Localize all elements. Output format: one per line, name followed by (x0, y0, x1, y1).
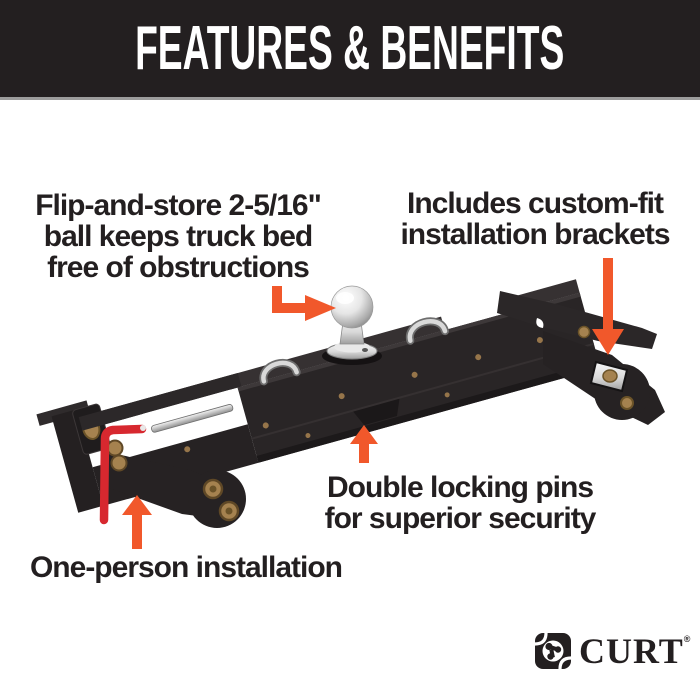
arrow-one-person (122, 495, 152, 549)
upper-rail-left (78, 373, 242, 431)
locking-pin-housing (353, 398, 400, 426)
cross-rod (151, 404, 234, 433)
callout-line: Double locking pins (326, 471, 594, 504)
registered-mark: ® (683, 634, 691, 644)
callout-one-person: One-person installation (26, 552, 346, 583)
main-rail (36, 279, 601, 513)
callout-flip-ball: Flip-and-store 2-5/16" ball keeps truck … (27, 190, 329, 283)
beam-seam (251, 342, 595, 440)
left-installation-bracket (104, 452, 246, 528)
handle-bolts (106, 439, 128, 472)
rivets (184, 337, 543, 453)
arrow-brackets (592, 258, 624, 355)
left-end-channel (51, 409, 104, 513)
beam-bottom-shade (256, 361, 601, 463)
red-release-handle (99, 424, 147, 525)
curt-logo-text: CURT (579, 631, 684, 671)
callout-line: Includes custom-fit (406, 187, 664, 220)
callout-line: free of obstructions (47, 251, 310, 284)
callout-line: for superior security (324, 502, 597, 535)
callout-line: installation brackets (400, 218, 670, 251)
arrow-locking-pins (350, 425, 378, 463)
callout-locking-pins: Double locking pins for superior securit… (308, 472, 612, 534)
hitch-ball (322, 285, 382, 365)
center-beam (237, 292, 601, 463)
callout-arrows (122, 258, 624, 549)
callout-line: ball keeps truck bed (43, 220, 313, 253)
page-title: FEATURES & BENEFITS (135, 13, 565, 83)
curt-logo: CURT ® (534, 632, 690, 670)
carry-handles (259, 317, 450, 386)
callout-line: One-person installation (29, 551, 343, 584)
right-installation-bracket (543, 331, 665, 425)
callout-custom-brackets: Includes custom-fit installation bracket… (388, 188, 682, 250)
callout-line: Flip-and-store 2-5/16" (35, 189, 322, 222)
arrow-flip-ball (272, 286, 336, 321)
header-bar: FEATURES & BENEFITS (0, 0, 700, 100)
curt-logo-icon (534, 632, 572, 670)
